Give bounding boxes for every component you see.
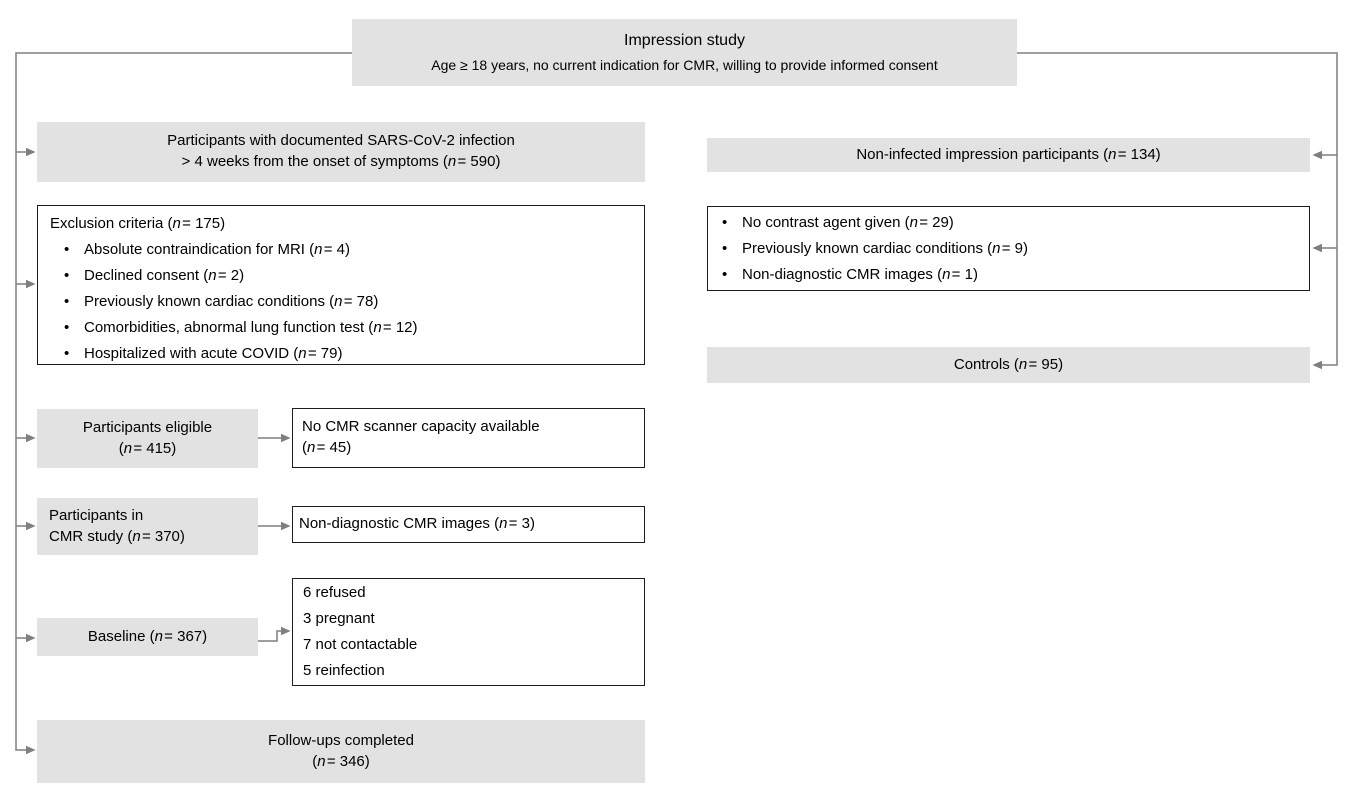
non-diagnostic-label: Non-diagnostic CMR images (n = 3)	[299, 515, 535, 533]
box-dropout-reasons: 6 refused 3 pregnant 7 not contactable 5…	[292, 578, 645, 686]
top-box-impression-study: Impression study Age ≥ 18 years, no curr…	[352, 19, 1017, 86]
baseline-label: Baseline (n = 367)	[87, 627, 208, 645]
box-no-scanner-capacity: No CMR scanner capacity available (n = 4…	[292, 408, 645, 468]
box-infected-participants: Participants with documented SARS-CoV-2 …	[37, 122, 645, 182]
no-scanner-line1: No CMR scanner capacity available	[302, 418, 540, 436]
followups-line2: (n = 346)	[312, 752, 370, 770]
connector-left-trunk	[15, 52, 352, 755]
arrow-baseline-to-dropouts	[258, 626, 291, 642]
exclusion-item: Previously known cardiac conditions (n =…	[50, 289, 636, 315]
cmr-study-line2: CMR study (n = 370)	[49, 527, 185, 545]
no-scanner-line2: (n = 45)	[302, 439, 352, 456]
infected-line2: > 4 weeks from the onset of symptoms (n …	[181, 153, 501, 170]
exclusion-title: Exclusion criteria (n = 175)	[50, 215, 226, 232]
exclusion-item: Absolute contraindication for MRI (n = 4…	[50, 237, 636, 263]
box-controls: Controls (n = 95)	[707, 347, 1310, 383]
control-exclusion-item: Non-diagnostic CMR images (n = 1)	[708, 262, 1309, 288]
box-baseline: Baseline (n = 367)	[37, 618, 258, 656]
connector-right-trunk	[1017, 52, 1338, 370]
exclusion-item: Hospitalized with acute COVID (n = 79)	[50, 341, 636, 367]
exclusion-item: Comorbidities, abnormal lung function te…	[50, 315, 636, 341]
exclusion-item: Declined consent (n = 2)	[50, 263, 636, 289]
eligible-line2: (n = 415)	[118, 439, 177, 457]
dropout-reason: 7 not contactable	[303, 636, 418, 653]
box-participants-cmr-study: Participants in CMR study (n = 370)	[37, 498, 258, 555]
controls-label: Controls (n = 95)	[953, 355, 1064, 373]
followups-line1: Follow-ups completed	[268, 731, 414, 749]
control-exclusion-item: Previously known cardiac conditions (n =…	[708, 236, 1309, 262]
cmr-study-line1: Participants in	[49, 506, 144, 524]
dropout-reason: 6 refused	[303, 584, 366, 601]
study-criteria: Age ≥ 18 years, no current indication fo…	[431, 56, 938, 73]
box-control-exclusions: No contrast agent given (n = 29) Previou…	[707, 206, 1310, 291]
box-non-diagnostic-images: Non-diagnostic CMR images (n = 3)	[292, 506, 645, 543]
eligible-line1: Participants eligible	[82, 418, 213, 436]
dropout-reason: 5 reinfection	[303, 662, 385, 679]
dropout-reason: 3 pregnant	[303, 610, 375, 627]
box-non-infected-participants: Non-infected impression participants (n …	[707, 138, 1310, 172]
box-exclusion-criteria: Exclusion criteria (n = 175) Absolute co…	[37, 205, 645, 367]
study-title: Impression study	[624, 31, 745, 49]
non-infected-label: Non-infected impression participants (n …	[856, 145, 1161, 163]
infected-line1: Participants with documented SARS-CoV-2 …	[167, 132, 515, 150]
control-exclusion-item: No contrast agent given (n = 29)	[708, 210, 1309, 236]
box-participants-eligible: Participants eligible (n = 415)	[37, 409, 258, 468]
box-followups-completed: Follow-ups completed (n = 346)	[37, 720, 645, 783]
